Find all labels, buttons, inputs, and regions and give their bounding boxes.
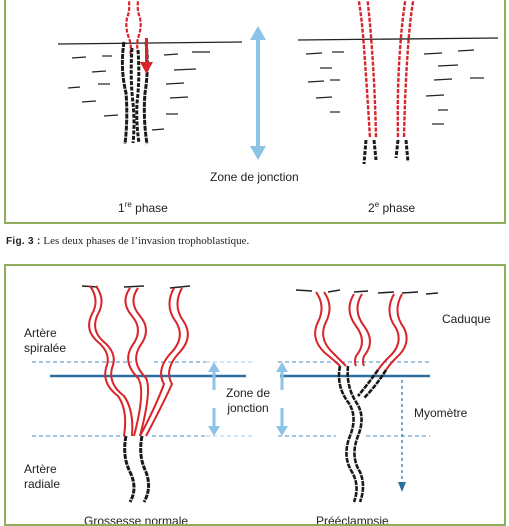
caduque-label: Caduque bbox=[442, 312, 491, 326]
zone-jonction-label: Zone de jonction bbox=[226, 386, 270, 416]
left-tissue-strokes bbox=[67, 51, 210, 131]
phase-2-sup: e bbox=[374, 200, 380, 209]
zone-de-jonction-label: Zone de jonction bbox=[210, 170, 299, 184]
artere-radiale-line-2: radiale bbox=[24, 477, 61, 491]
left-black-sheath bbox=[120, 41, 149, 145]
junction-boundaries bbox=[32, 361, 430, 437]
figure-3-panel: Zone de jonction 1re phase 2e phase bbox=[4, 0, 506, 224]
phase-1-label: 1re phase bbox=[118, 200, 168, 215]
left-surface-line bbox=[57, 41, 243, 45]
zone-jonction-line-1: Zone de bbox=[226, 386, 271, 400]
left-radial-artery bbox=[123, 435, 151, 503]
left-red-arrow bbox=[140, 38, 153, 74]
right-tissue-strokes bbox=[305, 49, 484, 125]
left-red-strands bbox=[125, 0, 142, 57]
figure-3-drawing bbox=[57, 0, 499, 165]
right-arteries-black bbox=[337, 365, 388, 503]
phase-2-label: 2e phase bbox=[368, 200, 415, 215]
myometrium-arrow bbox=[398, 380, 406, 492]
right-junction-arrows bbox=[276, 362, 288, 436]
artere-radiale-label: Artère radiale bbox=[24, 462, 60, 492]
figure-4-panel: Artère spiralée Artère radiale Zone de j… bbox=[4, 264, 506, 526]
phase-1-word: phase bbox=[135, 201, 168, 215]
figure-4-drawing bbox=[32, 285, 439, 503]
right-spiral-arteries-red bbox=[314, 291, 408, 371]
right-surface-line bbox=[297, 37, 499, 41]
phase-1-number: 1 bbox=[118, 201, 125, 215]
phase-2-word: phase bbox=[382, 201, 416, 215]
junction-boundaries-light bbox=[206, 361, 252, 437]
right-black-stubs bbox=[362, 139, 410, 165]
zone-double-arrow bbox=[250, 26, 266, 160]
zone-jonction-line-2: jonction bbox=[227, 401, 269, 415]
artere-spiralee-line-1: Artère bbox=[24, 326, 57, 340]
artere-radiale-line-1: Artère bbox=[24, 462, 57, 476]
caption-text: Les deux phases de l’invasion trophoblas… bbox=[43, 235, 250, 247]
artere-spiralee-label: Artère spiralée bbox=[24, 326, 66, 356]
left-junction-arrows bbox=[208, 362, 220, 436]
caption-figure-number: Fig. 3 : bbox=[6, 236, 41, 247]
right-decidua-surface bbox=[295, 289, 439, 295]
left-spiral-arteries-red bbox=[88, 285, 189, 437]
myometre-label: Myomètre bbox=[414, 406, 468, 420]
phase-1-sup: re bbox=[124, 200, 132, 209]
phase-2-number: 2 bbox=[368, 201, 375, 215]
figure-caption: Fig. 3 : Les deux phases de l’invasion t… bbox=[6, 235, 249, 247]
artere-spiralee-line-2: spiralée bbox=[24, 341, 67, 355]
right-red-strands bbox=[357, 0, 415, 139]
